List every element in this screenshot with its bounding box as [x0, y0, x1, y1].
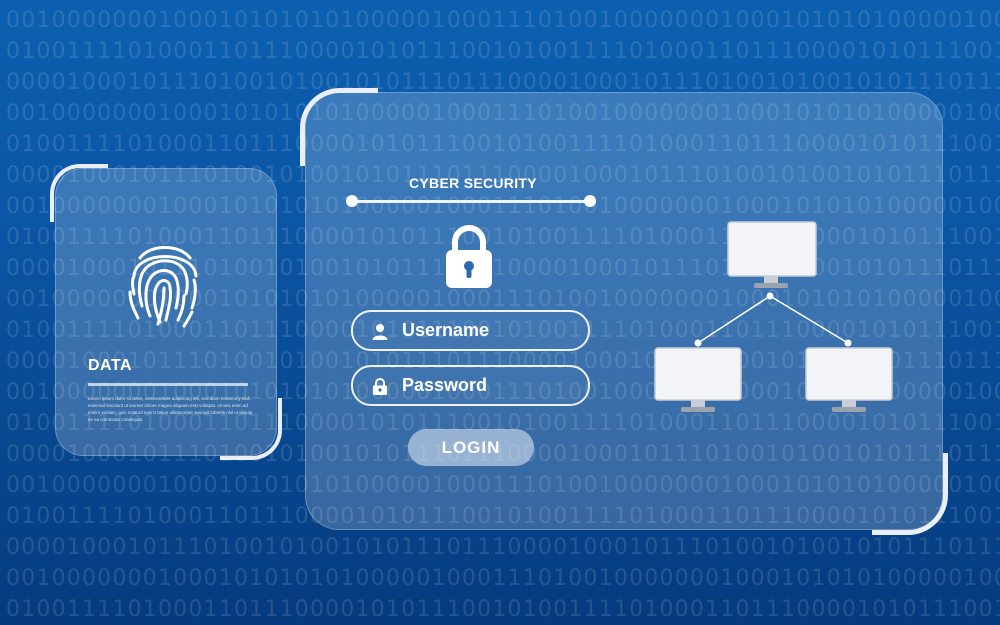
padlock-icon [446, 225, 492, 288]
title-divider-dot-left [346, 195, 358, 207]
binary-row: 0010000000100010101010100000100011101001… [6, 473, 1000, 498]
binary-row: 0010000000100010101010100000100011101001… [6, 194, 1000, 219]
network-icon [654, 221, 893, 412]
data-card-corner-bracket-top-left [50, 164, 108, 222]
login-panel-corner-bracket-bottom-right [872, 453, 948, 535]
binary-row: 0010000000100010101010100000100011101001… [6, 101, 1000, 126]
binary-row: 0100111101000110111000010101110010100111… [6, 504, 1000, 529]
data-card-corner-bracket-bottom-right [220, 398, 282, 460]
login-panel-corner-bracket-top-left [300, 88, 378, 166]
username-label: Username [402, 320, 490, 340]
data-card-title: DATA [88, 357, 133, 374]
binary-row: 0000100010111010010100101011101110000100… [6, 535, 1000, 560]
user-icon [372, 324, 388, 340]
server-monitor-icon [727, 221, 817, 288]
client-monitor-right-icon [805, 347, 893, 412]
binary-row: 0100111101000110111000010101110010100111… [6, 39, 1000, 64]
binary-row: 0100111101000110111000010101110010100111… [6, 318, 1000, 343]
password-field[interactable]: Password [351, 365, 590, 406]
data-card-divider [88, 383, 248, 386]
password-label: Password [402, 375, 488, 395]
padlock-icon [373, 378, 387, 395]
login-button[interactable]: LOGIN [408, 429, 534, 466]
binary-row: 0100111101000110111000010101110010100111… [6, 132, 1000, 157]
binary-row: 0000100010111010010100101011101110000100… [6, 163, 1000, 188]
binary-row: 0100111101000110111000010101110010100111… [6, 225, 1000, 250]
binary-row: 0010000000100010101010100000100011101001… [6, 8, 1000, 33]
title-divider-line [352, 200, 590, 203]
binary-row: 0000100010111010010100101011101110000100… [6, 70, 1000, 95]
binary-row: 0100111101000110111000010101110010100111… [6, 597, 1000, 622]
fingerprint-icon [128, 246, 198, 328]
client-monitor-left-icon [654, 347, 742, 412]
data-card-description: Lorem ipsum dolor sit amet, consectetuer… [88, 396, 253, 422]
panel-title: CYBER SECURITY [409, 175, 537, 191]
binary-row: 0010000000100010101010100000100011101001… [6, 566, 1000, 591]
username-field[interactable]: Username [351, 310, 590, 351]
title-divider-dot-right [584, 195, 596, 207]
